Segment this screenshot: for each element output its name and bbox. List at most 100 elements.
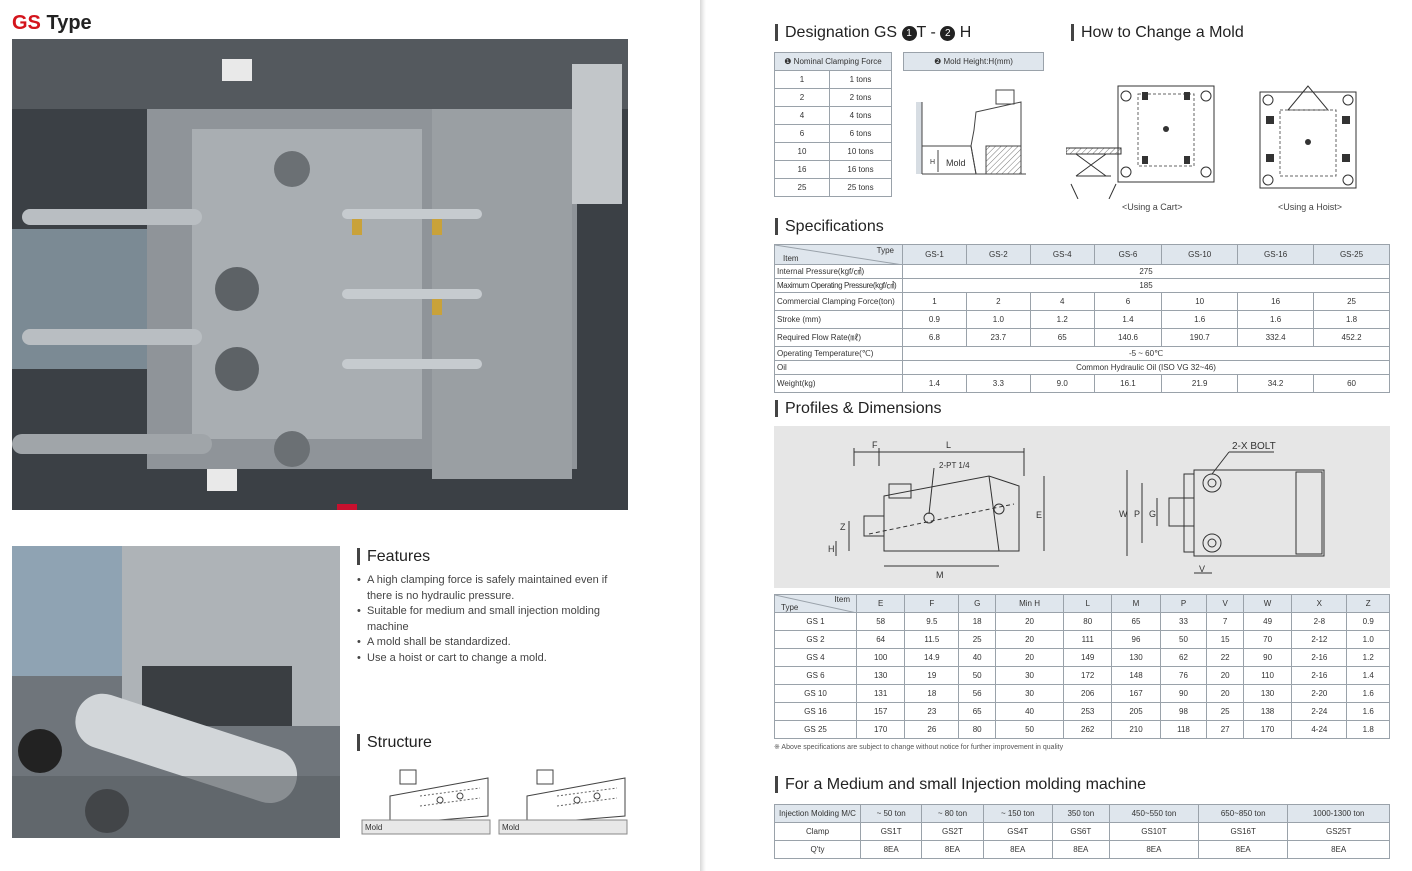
machine-cell: GS4T <box>982 822 1053 841</box>
dim-cell: 18 <box>958 612 996 631</box>
spec-cell: 1.4 <box>1093 310 1163 329</box>
dim-cell: 40 <box>994 702 1065 721</box>
dim-cell: 2-20 <box>1291 684 1348 703</box>
spec-row-label: Oil <box>774 360 903 375</box>
dim-cell: 15 <box>1206 630 1244 649</box>
spec-cell: 60 <box>1313 374 1390 393</box>
dim-cell: 14.9 <box>904 648 960 667</box>
dim-cell: 65 <box>958 702 996 721</box>
dim-cell: 76 <box>1159 666 1208 685</box>
dim-type: GS 6 <box>774 666 857 685</box>
spec-col-header: GS-6 <box>1093 244 1163 265</box>
machine-heading: For a Medium and small Injection molding… <box>775 776 1146 793</box>
spec-cell: 452.2 <box>1313 328 1390 347</box>
dim-cell: 70 <box>1242 630 1293 649</box>
mold-height-h-label: H <box>930 159 935 166</box>
spec-cell: 16 <box>1237 292 1315 311</box>
dim-row: GS 25 170 26 80 50 262 210 118 27 170 4-… <box>774 720 1390 739</box>
spec-cell: 1.2 <box>1029 310 1095 329</box>
designation-code: 2 <box>774 88 830 107</box>
spec-cell: 34.2 <box>1237 374 1315 393</box>
dim-label-m: M <box>936 570 944 580</box>
dim-label-e: E <box>1036 510 1042 520</box>
spec-cell: 10 <box>1161 292 1239 311</box>
spec-row-label: Stroke (mm) <box>774 310 903 329</box>
dim-cell: 20 <box>1206 684 1244 703</box>
dim-col-header: Z <box>1346 594 1390 613</box>
dim-cell: 131 <box>855 684 906 703</box>
machine-cell: 8EA <box>1287 840 1390 859</box>
dim-type: GS 25 <box>774 720 857 739</box>
dim-cell: 18 <box>904 684 960 703</box>
dim-corner-item: Item <box>834 595 850 604</box>
mold-height-table: ❷ Mold Height:H(mm) <box>903 52 1044 71</box>
dim-cell: 167 <box>1111 684 1161 703</box>
dim-label-v: V <box>1199 564 1205 574</box>
page-gutter <box>700 0 706 871</box>
dimension-drawing: F L 2-PT 1/4 E M H Z 2-X BOLT W P G V <box>828 440 1325 580</box>
dim-col-header: M <box>1111 594 1161 613</box>
designation-code: 4 <box>774 106 830 125</box>
spec-cell: 3.3 <box>965 374 1031 393</box>
dim-cell: 40 <box>958 648 996 667</box>
disclaimer-note: ※ Above specifications are subject to ch… <box>774 744 1064 751</box>
dim-cell: 25 <box>958 630 996 649</box>
designation-code: 16 <box>774 160 830 179</box>
spec-cell: 2 <box>965 292 1031 311</box>
spec-cell: 25 <box>1313 292 1390 311</box>
machine-col-header: ~ 150 ton <box>982 804 1053 823</box>
dim-cell: 56 <box>958 684 996 703</box>
dim-cell: 118 <box>1159 720 1208 739</box>
spec-cell: 332.4 <box>1237 328 1315 347</box>
dim-label-f: F <box>872 440 878 450</box>
profiles-heading: Profiles & Dimensions <box>775 400 942 417</box>
designation-force: 25 tons <box>829 178 892 197</box>
dim-cell: 206 <box>1063 684 1113 703</box>
spec-cell: 1.0 <box>965 310 1031 329</box>
dim-label-l: L <box>946 440 951 450</box>
dim-cell: 172 <box>1063 666 1113 685</box>
dim-cell: 2-16 <box>1291 666 1348 685</box>
dim-cell: 9.5 <box>904 612 960 631</box>
dim-row: GS 16 157 23 65 40 253 205 98 25 138 2-2… <box>774 702 1390 721</box>
designation-code: 6 <box>774 124 830 143</box>
dim-cell: 2-24 <box>1291 702 1348 721</box>
dim-cell: 22 <box>1206 648 1244 667</box>
dim-cell: 262 <box>1063 720 1113 739</box>
dim-cell: 157 <box>855 702 906 721</box>
dim-row: GS 2 64 11.5 25 20 111 96 50 15 70 2-12 … <box>774 630 1390 649</box>
dim-cell: 0.9 <box>1346 612 1390 631</box>
dim-cell: 80 <box>958 720 996 739</box>
dim-cell: 111 <box>1063 630 1113 649</box>
dim-cell: 30 <box>994 666 1065 685</box>
machine-cell: GS10T <box>1108 822 1200 841</box>
specifications-heading: Specifications <box>775 218 884 235</box>
dim-type: GS 1 <box>774 612 857 631</box>
dim-cell: 1.4 <box>1346 666 1390 685</box>
spec-col-header: GS-10 <box>1161 244 1239 265</box>
dimension-drawing-panel: F L 2-PT 1/4 E M H Z 2-X BOLT W P G V <box>774 426 1390 588</box>
designation-code: 10 <box>774 142 830 161</box>
dim-cell: 50 <box>958 666 996 685</box>
dim-col-header: W <box>1242 594 1293 613</box>
dim-cell: 64 <box>855 630 906 649</box>
hoist-change-diagram <box>1259 85 1357 189</box>
designation-code: 1 <box>774 70 830 89</box>
spec-cell: 1.6 <box>1161 310 1239 329</box>
dim-cell: 1.6 <box>1346 702 1390 721</box>
dim-label-p: P <box>1134 509 1140 519</box>
dim-label-pt: 2-PT 1/4 <box>939 461 970 470</box>
spec-corner-diagonal <box>775 245 903 265</box>
spec-row-label: Commercial Clamping Force(ton) <box>774 292 903 311</box>
page-title: GS Type <box>12 12 92 35</box>
dim-cell: 80 <box>1063 612 1113 631</box>
dim-cell: 96 <box>1111 630 1161 649</box>
machine-row-header: Injection Molding M/C <box>774 804 861 823</box>
dim-cell: 110 <box>1242 666 1293 685</box>
designation-force: 4 tons <box>829 106 892 125</box>
marker-2-icon: 2 <box>940 26 956 41</box>
dim-type: GS 10 <box>774 684 857 703</box>
dim-cell: 26 <box>904 720 960 739</box>
dim-type: GS 4 <box>774 648 857 667</box>
